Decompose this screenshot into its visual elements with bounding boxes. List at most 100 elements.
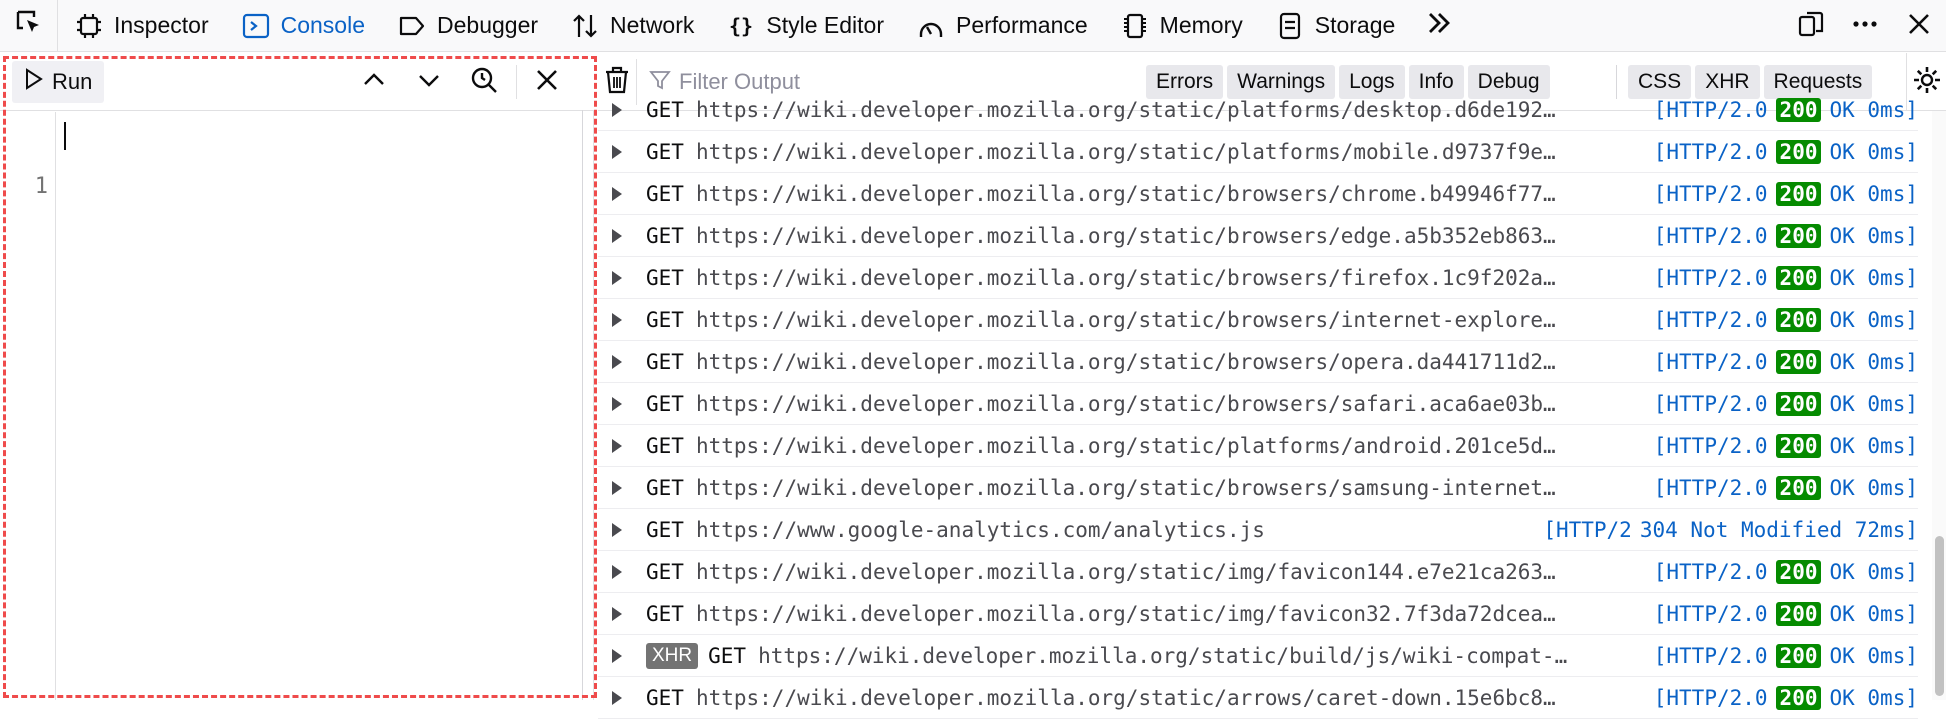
request-url-link[interactable]: https://www.google-analytics.com/analyti…: [695, 517, 1265, 542]
tab-console[interactable]: Console: [225, 0, 381, 52]
filter-debug-button[interactable]: Debug: [1467, 65, 1550, 99]
code-input-area[interactable]: [56, 112, 584, 700]
responsive-design-button[interactable]: [1784, 0, 1838, 52]
network-request-row[interactable]: GET https://wiki.developer.mozilla.org/st…: [598, 677, 1918, 719]
tab-label: Inspector: [114, 12, 209, 38]
filter-css-button[interactable]: CSS: [1628, 65, 1692, 99]
tab-style-editor[interactable]: {} Style Editor: [710, 0, 900, 52]
tab-storage[interactable]: Storage: [1259, 0, 1412, 52]
toolbar-right-controls: [1784, 0, 1946, 52]
expand-triangle-icon[interactable]: [610, 227, 630, 245]
meatball-menu-button[interactable]: [1838, 0, 1892, 52]
request-url-link[interactable]: https://wiki.developer.mozilla.org/stati…: [695, 433, 1556, 458]
gear-icon: [1912, 65, 1942, 100]
request-type-filters: CSS XHR Requests: [1628, 65, 1873, 99]
expand-triangle-icon[interactable]: [610, 647, 630, 665]
network-request-row[interactable]: GET https://wiki.developer.mozilla.org/st…: [598, 551, 1918, 593]
expand-triangle-icon[interactable]: [610, 563, 630, 581]
request-url-link[interactable]: https://wiki.developer.mozilla.org/stati…: [695, 601, 1556, 626]
network-icon: [570, 11, 600, 41]
tab-memory[interactable]: Memory: [1104, 0, 1259, 52]
history-previous-button[interactable]: [350, 61, 398, 103]
console-settings-button[interactable]: [1906, 53, 1946, 111]
filter-xhr-button[interactable]: XHR: [1695, 65, 1760, 99]
close-editor-button[interactable]: [523, 61, 571, 103]
filter-output-input[interactable]: [679, 69, 1119, 95]
element-picker-button[interactable]: [0, 0, 58, 52]
editor-divider[interactable]: [582, 110, 583, 700]
tab-debugger[interactable]: Debugger: [381, 0, 554, 52]
request-url-link[interactable]: https://wiki.developer.mozilla.org/stati…: [695, 307, 1556, 332]
status-text: OK 0ms]: [1829, 685, 1918, 710]
expand-triangle-icon[interactable]: [610, 437, 630, 455]
filter-errors-button[interactable]: Errors: [1146, 65, 1224, 99]
close-devtools-button[interactable]: [1892, 0, 1946, 52]
request-url-link[interactable]: https://wiki.developer.mozilla.org/stati…: [695, 223, 1556, 248]
request-url-link[interactable]: https://wiki.developer.mozilla.org/stati…: [695, 559, 1556, 584]
request-url-link[interactable]: https://wiki.developer.mozilla.org/stati…: [695, 685, 1556, 710]
request-url-link[interactable]: https://wiki.developer.mozilla.org/stati…: [695, 139, 1556, 164]
expand-triangle-icon[interactable]: [610, 269, 630, 287]
expand-triangle-icon[interactable]: [610, 311, 630, 329]
expand-triangle-icon[interactable]: [610, 521, 630, 539]
request-method: GET: [646, 307, 684, 332]
status-code-badge: 200: [1775, 685, 1822, 710]
network-request-row[interactable]: GET https://wiki.developer.mozilla.org/st…: [598, 593, 1918, 635]
status-code-badge: 200: [1775, 97, 1822, 122]
request-method: GET: [646, 685, 684, 710]
history-next-button[interactable]: [405, 61, 453, 103]
request-url-link[interactable]: https://wiki.developer.mozilla.org/stati…: [695, 181, 1556, 206]
tab-network[interactable]: Network: [554, 0, 710, 52]
more-tools-button[interactable]: [1411, 0, 1467, 52]
request-method: GET: [646, 601, 684, 626]
network-request-row[interactable]: GET https://wiki.developer.mozilla.org/st…: [598, 299, 1918, 341]
reverse-search-button[interactable]: [460, 61, 508, 103]
status-code-badge: 200: [1775, 643, 1822, 668]
request-url-link[interactable]: https://wiki.developer.mozilla.org/stati…: [695, 349, 1556, 374]
request-method: GET: [646, 559, 684, 584]
expand-triangle-icon[interactable]: [610, 101, 630, 119]
tab-performance[interactable]: Performance: [900, 0, 1104, 52]
filter-logs-button[interactable]: Logs: [1339, 65, 1405, 99]
output-scrollbar[interactable]: [1932, 111, 1946, 700]
devtools-toolbar: Inspector Console Debugger Network {} St…: [0, 0, 1946, 52]
expand-triangle-icon[interactable]: [610, 479, 630, 497]
status-text: OK 0ms]: [1829, 139, 1918, 164]
filter-requests-button[interactable]: Requests: [1763, 65, 1873, 99]
expand-triangle-icon[interactable]: [610, 689, 630, 707]
clear-output-button[interactable]: [598, 53, 636, 111]
request-url-link[interactable]: https://wiki.developer.mozilla.org/stati…: [695, 265, 1556, 290]
expand-triangle-icon[interactable]: [610, 353, 630, 371]
expand-triangle-icon[interactable]: [610, 143, 630, 161]
request-url-link[interactable]: https://wiki.developer.mozilla.org/stati…: [695, 97, 1556, 122]
filter-info-button[interactable]: Info: [1408, 65, 1464, 99]
run-button[interactable]: Run: [12, 61, 105, 103]
request-url-link[interactable]: https://wiki.developer.mozilla.org/stati…: [695, 475, 1556, 500]
filter-warnings-button[interactable]: Warnings: [1227, 65, 1336, 99]
status-text: OK 0ms]: [1829, 181, 1918, 206]
request-url-link[interactable]: https://wiki.developer.mozilla.org/stati…: [695, 391, 1556, 416]
expand-triangle-icon[interactable]: [610, 185, 630, 203]
scrollbar-thumb[interactable]: [1935, 536, 1944, 696]
request-url-link[interactable]: https://wiki.developer.mozilla.org/stati…: [758, 643, 1568, 668]
tab-inspector[interactable]: Inspector: [58, 0, 225, 52]
expand-triangle-icon[interactable]: [610, 395, 630, 413]
status-code-badge: 200: [1775, 139, 1822, 164]
expand-triangle-icon[interactable]: [610, 605, 630, 623]
chevron-down-icon: [416, 67, 442, 98]
performance-icon: [916, 11, 946, 41]
